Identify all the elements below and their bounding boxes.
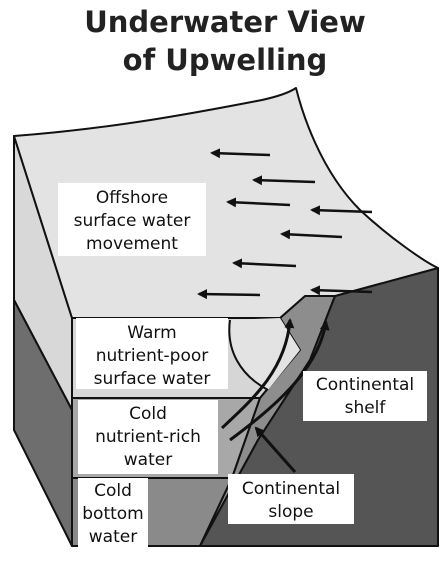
label-slope-line-2: slope bbox=[268, 502, 313, 522]
surface-arrow-6 bbox=[232, 258, 297, 269]
surface-arrow-8 bbox=[310, 285, 373, 296]
label-shelf-line-2: shelf bbox=[345, 398, 387, 418]
boundary-warm-curve bbox=[228, 319, 269, 391]
label-slope: Continental slope bbox=[228, 474, 354, 524]
label-offshore-line-1: Offshore bbox=[96, 188, 168, 208]
label-offshore: Offshore surface water movement bbox=[58, 183, 206, 256]
ocean-surface bbox=[13, 87, 439, 319]
surface-arrows bbox=[197, 148, 373, 300]
label-cold-bottom: Cold bottom water bbox=[78, 478, 148, 548]
label-cold-rich-box bbox=[78, 400, 218, 474]
label-offshore-line-2: surface water bbox=[74, 211, 191, 231]
label-cold-rich-line-1: Cold bbox=[129, 404, 167, 424]
diagram-title: Underwater View of Upwelling bbox=[84, 5, 366, 77]
surface-arrow-1 bbox=[210, 148, 271, 159]
surface-arrow-2 bbox=[252, 175, 316, 186]
label-shelf-box bbox=[303, 371, 427, 421]
surface-arrow-5 bbox=[280, 229, 343, 240]
label-slope-box bbox=[228, 474, 354, 524]
upwelling-arrows bbox=[220, 318, 330, 442]
label-shelf-line-1: Continental bbox=[316, 375, 414, 395]
label-cold-rich-line-3: water bbox=[124, 450, 172, 470]
upwelling-arrow-1 bbox=[220, 318, 295, 430]
slope-pointer-arrow bbox=[254, 426, 297, 473]
label-cold-bottom-line-1: Cold bbox=[94, 481, 132, 501]
surface-arrow-3 bbox=[226, 197, 291, 208]
label-cold-rich-line-2: nutrient-rich bbox=[95, 427, 201, 447]
label-warm-line-2: nutrient-poor bbox=[96, 346, 209, 366]
label-warm-box bbox=[76, 318, 228, 389]
warm-bulge bbox=[229, 318, 300, 390]
label-cold-rich: Cold nutrient-rich water bbox=[78, 400, 218, 474]
label-shelf: Continental shelf bbox=[303, 371, 427, 421]
label-offshore-box bbox=[58, 183, 206, 256]
surface-arrow-7 bbox=[197, 289, 261, 300]
title-line-1: Underwater View bbox=[84, 5, 366, 39]
label-warm: Warm nutrient-poor surface water bbox=[76, 318, 228, 389]
label-warm-line-3: surface water bbox=[94, 369, 211, 389]
title-line-2: of Upwelling bbox=[123, 43, 328, 77]
label-offshore-line-3: movement bbox=[86, 234, 178, 254]
surface-arrow-4 bbox=[310, 205, 373, 216]
label-cold-bottom-line-2: bottom bbox=[82, 504, 143, 524]
label-cold-bottom-line-3: water bbox=[89, 527, 137, 547]
upwelling-arrow-2 bbox=[229, 320, 330, 442]
label-warm-line-1: Warm bbox=[127, 323, 176, 343]
label-cold-bottom-box bbox=[78, 478, 148, 548]
label-slope-line-1: Continental bbox=[242, 479, 340, 499]
